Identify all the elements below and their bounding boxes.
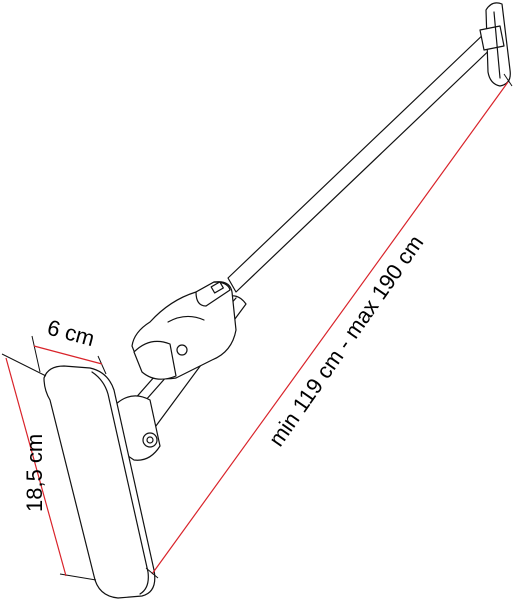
width-dimension [31, 335, 107, 375]
width-label: 6 cm [45, 315, 98, 351]
height-label: 18,5 cm [22, 434, 47, 512]
length-label: min 119 cm - max 190 cm [264, 231, 429, 451]
foot-plate [43, 365, 156, 599]
locking-clamp [131, 281, 237, 380]
top-wall-bracket [479, 2, 511, 87]
lower-joint [115, 395, 161, 461]
length-dimension [145, 73, 513, 579]
height-dimension [1, 353, 97, 581]
